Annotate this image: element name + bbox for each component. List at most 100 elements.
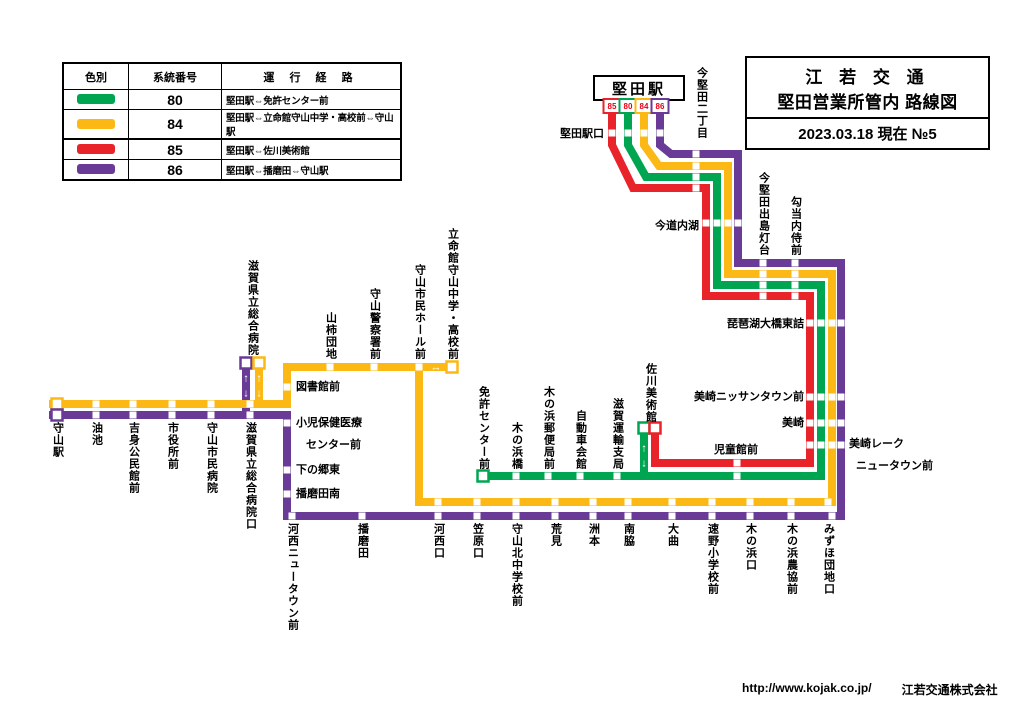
stop-marker-shiga_kenritsu_sogo_byoin_guchi [246,411,254,419]
stop-marker-imamichi_naiko [724,219,732,227]
stop-marker-konohama_nokyo_mae [787,512,795,520]
stop-marker-misaki_lake_newtown_mae [806,441,814,449]
stop-marker-konohama_bashi [512,472,520,480]
legend-route-number: 85 [128,138,222,160]
stop-marker-moriyama_kita_chugakko_mae [512,498,520,506]
legend-route-path: 堅田駅⇔播磨田⇔守山駅 [221,159,402,181]
stop-marker-omagari [668,498,676,506]
stop-marker-shiyakusho_mae [168,400,176,408]
stop-marker-kasahara_guchi [473,498,481,506]
stop-marker-aburaike [92,411,100,419]
terminal-marker-shiga_kenritsu_sogo_byoin [252,356,266,370]
stop-marker-koto_naishi_mae [791,281,799,289]
legend-color-swatch-84 [77,118,115,129]
stop-marker-kawanishi_newtown_mae [288,512,296,520]
legend-route-number: 84 [128,109,222,140]
stop-marker-jidosha_kaikan [576,472,584,480]
stop-marker-misaki_nissan_town_mae [817,393,825,401]
legend-route-path: 堅田駅⇔立命館守山中学・高校前⇔守山駅 [221,109,402,140]
stop-marker-moriyama_kita_chugakko_mae [512,512,520,520]
terminal-marker-moriyama_sta [50,408,64,422]
stop-marker-kawanishi_guchi [434,498,442,506]
stop-marker-imakatata_dejima_todai [759,270,767,278]
stop-marker-imakatata_dejima_todai [759,281,767,289]
stop-marker-misaki_nissan_town_mae [828,393,836,401]
route-line-84 [49,90,836,506]
stop-marker-sumoto [589,498,597,506]
stop-marker-harimada_minami [283,490,291,498]
stop-marker-imakatata_2chome [692,173,700,181]
footer-url: http://www.kojak.co.jp/ [742,681,872,695]
legend-route-number: 80 [128,89,222,110]
title-box: 江 若 交 通 堅田営業所管内 路線図 2023.03.18 現在 №5 [745,56,990,150]
terminal-marker-sagawa_bijutsukan [648,421,662,435]
legend-route-path: 堅田駅⇔免許センター前 [221,89,402,110]
stop-marker-misaki_lake_newtown_mae [828,441,836,449]
company-title: 江 若 交 通 [805,68,930,87]
stop-marker-moriyama_shimin_byoin [207,400,215,408]
stop-marker-katata_ekiguchi [656,129,664,137]
stop-marker-jidokan_mae [733,472,741,480]
stop-marker-yamagaki_danchi [326,363,334,371]
route-badge-86: 86 [650,98,670,114]
stop-marker-yoshimi_kominkan_mae [129,411,137,419]
legend-route-path: 堅田駅⇔佐川美術館 [221,138,402,160]
stop-marker-jidokan_mae [733,459,741,467]
stop-marker-yoshimi_kominkan_mae [129,400,137,408]
stop-marker-misaki_nissan_town_mae [837,393,845,401]
stop-marker-hayano_shogakko_mae [708,498,716,506]
stop-marker-imakatata_dejima_todai [759,259,767,267]
stop-marker-imakatata_dejima_todai [759,292,767,300]
stop-marker-konohama_guchi [746,498,754,506]
stop-marker-misaki_lake_newtown_mae [837,441,845,449]
stop-marker-mizuho_danchi_guchi [828,512,836,520]
area-title: 堅田営業所管内 路線図 [777,93,958,112]
stop-marker-biwako_ohashi_higashizume [817,319,825,327]
route-line-86 [49,90,845,520]
legend-header-no: 系統番号 [128,62,222,90]
terminal-marker-ritsumeikan_moriyama [445,360,459,374]
station-katata-label: 堅田駅 [611,80,666,98]
map-date: 2023.03.18 現在 №5 [798,126,937,143]
stop-marker-imamichi_naiko [713,219,721,227]
stop-marker-misaki [817,419,825,427]
legend-header-path: 運 行 経 路 [221,62,402,90]
terminal-marker-menkyo_center_mae [476,469,490,483]
stop-marker-koto_naishi_mae [791,270,799,278]
stop-marker-sumoto [589,512,597,520]
stop-marker-moriyama_keisatsusho_mae [370,363,378,371]
stop-marker-shimonogo_higashi [283,466,291,474]
stop-marker-mizuho_danchi_guchi [824,498,832,506]
stop-marker-kawanishi_guchi [434,512,442,520]
terminal-marker-sagawa_bijutsukan [637,421,651,435]
legend-color-swatch-80 [77,94,115,105]
stop-marker-shiga_unyu_shikyoku [613,472,621,480]
stop-marker-moriyama_shimin_byoin [207,411,215,419]
stop-marker-imamichi_naiko [734,219,742,227]
stop-marker-shiga_kenritsu_sogo_byoin_guchi [246,400,254,408]
stop-marker-konohama_nokyo_mae [787,498,795,506]
stop-marker-biwako_ohashi_higashizume [828,319,836,327]
stop-marker-moriyama_shimin_hall_mae [415,363,423,371]
stop-marker-misaki [806,419,814,427]
stop-marker-misaki_lake_newtown_mae [817,441,825,449]
legend-header-color: 色別 [62,62,129,90]
stop-marker-toshokan_mae [283,383,291,391]
stop-marker-konohama_guchi [746,512,754,520]
legend-color-swatch-86 [77,164,115,175]
stop-marker-misaki_nissan_town_mae [806,393,814,401]
footer-company: 江若交通株式会社 [901,683,998,697]
terminal-marker-moriyama_sta [50,397,64,411]
stop-marker-katata_ekiguchi [640,129,648,137]
stop-marker-biwako_ohashi_higashizume [806,319,814,327]
title-main: 江 若 交 通 堅田営業所管内 路線図 [747,58,988,119]
stop-marker-konohama_yubinkyoku_mae [544,472,552,480]
stop-marker-shiyakusho_mae [168,411,176,419]
stop-marker-koto_naishi_mae [791,292,799,300]
stop-marker-imamichi_naiko [702,219,710,227]
route-line-85 [608,90,814,467]
